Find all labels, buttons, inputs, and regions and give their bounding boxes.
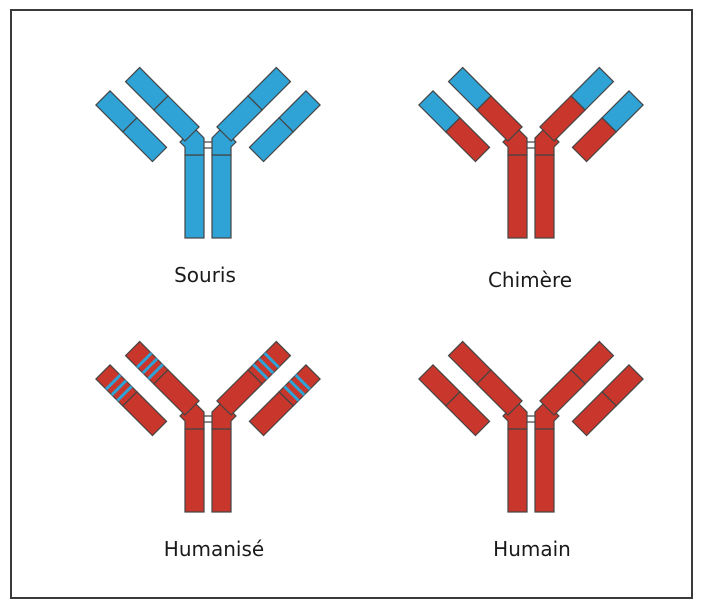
chimere-fc-right bbox=[535, 155, 554, 238]
chimere-fc-left bbox=[508, 155, 527, 238]
antibody-humanise bbox=[96, 342, 320, 512]
label-souris: Souris bbox=[174, 263, 236, 287]
humain-fc-left bbox=[508, 429, 527, 512]
humanise-fc-left bbox=[185, 429, 204, 512]
humain-fab-right bbox=[535, 342, 643, 436]
antibody-humain bbox=[419, 342, 643, 512]
souris-fc-left bbox=[185, 155, 204, 238]
antibody-souris bbox=[96, 68, 320, 238]
souris-fc-right bbox=[212, 155, 231, 238]
humain-fc-right bbox=[535, 429, 554, 512]
label-humanise: Humanisé bbox=[164, 537, 264, 561]
souris-fab-right bbox=[212, 68, 320, 162]
label-humain: Humain bbox=[493, 537, 571, 561]
humanise-fab-left bbox=[96, 342, 204, 436]
chimere-fab-left bbox=[419, 68, 527, 162]
label-chimere: Chimère bbox=[488, 268, 572, 292]
souris-fab-left bbox=[96, 68, 204, 162]
antibody-diagram: Souris Chimère Humanisé Humain bbox=[0, 0, 708, 582]
chimere-fab-right bbox=[535, 68, 643, 162]
antibody-chimere bbox=[419, 68, 643, 238]
humanise-fab-right bbox=[212, 342, 320, 436]
humain-fab-left bbox=[419, 342, 527, 436]
humanise-fc-right bbox=[212, 429, 231, 512]
